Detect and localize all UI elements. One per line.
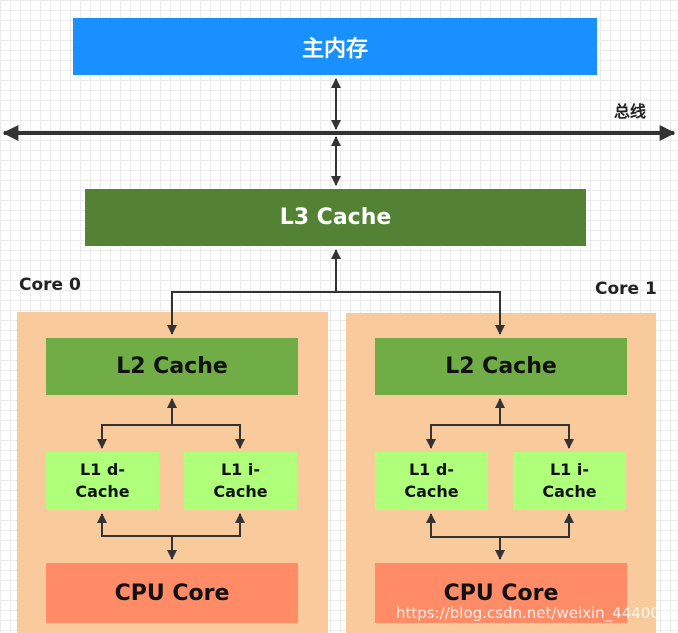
core-1-l2-label: L2 Cache bbox=[445, 354, 557, 379]
main-memory-label: 主内存 bbox=[301, 36, 368, 62]
core-1-l1i-cache: L1 i- Cache bbox=[513, 452, 626, 510]
core-0-l2-label: L2 Cache bbox=[116, 354, 228, 379]
core-0-l1i-label: L1 i- Cache bbox=[213, 460, 268, 501]
core-1-cpu-label: CPU Core bbox=[443, 580, 559, 606]
core-0-label: Core 0 bbox=[19, 275, 81, 295]
core-1-l2-cache: L2 Cache bbox=[375, 338, 627, 395]
core-0-cpu-core: CPU Core bbox=[46, 563, 298, 623]
core-1-l1i-label: L1 i- Cache bbox=[542, 460, 597, 501]
core-0-l1d-label: L1 d- Cache bbox=[75, 460, 130, 501]
l3-cache-label: L3 Cache bbox=[279, 205, 392, 230]
core-1-cpu-core: CPU Core bbox=[375, 563, 627, 623]
core-0-cpu-label: CPU Core bbox=[114, 580, 230, 606]
watermark: https://blog.csdn.net/weixin_44400193 bbox=[396, 604, 678, 622]
core-1-l1d-cache: L1 d- Cache bbox=[375, 452, 488, 510]
core-1-l1d-label: L1 d- Cache bbox=[404, 460, 459, 501]
l3-cache-box: L3 Cache bbox=[85, 189, 586, 246]
main-memory-box: 主内存 bbox=[73, 18, 597, 75]
core-0-l2-cache: L2 Cache bbox=[46, 338, 298, 395]
bus-label: 总线 bbox=[614, 102, 647, 121]
core-0-l1d-cache: L1 d- Cache bbox=[46, 452, 159, 510]
core-1-label: Core 1 bbox=[595, 279, 657, 299]
core-0-l1i-cache: L1 i- Cache bbox=[184, 452, 297, 510]
